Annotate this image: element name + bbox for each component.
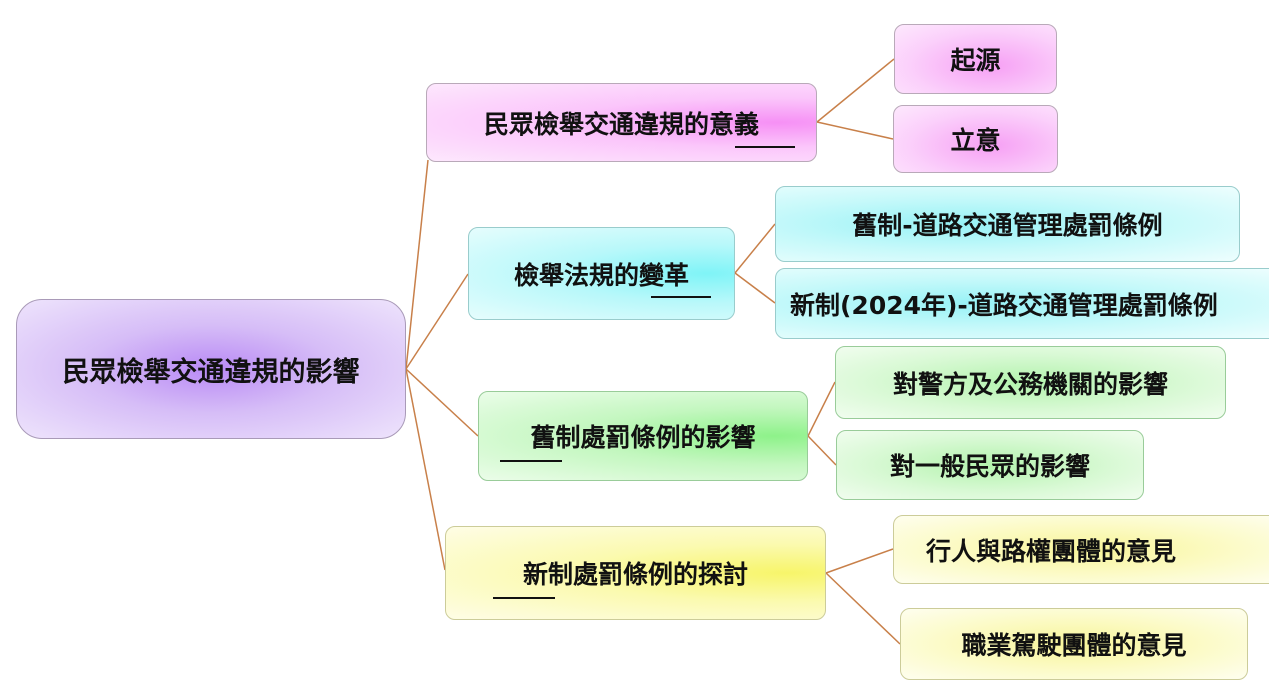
connector — [825, 548, 894, 574]
connector — [405, 273, 469, 370]
connector — [405, 159, 429, 370]
leaf-node-police-impact[interactable]: 對警方及公務機關的影響 — [835, 346, 1226, 419]
leaf-node-origin[interactable]: 起源 — [894, 24, 1057, 94]
branch-node-new-law-discussion[interactable]: 新制處罰條例的探討 — [445, 526, 826, 620]
underline — [735, 146, 795, 148]
leaf-node-old-law[interactable]: 舊制-道路交通管理處罰條例 — [775, 186, 1240, 262]
branch-node-meaning[interactable]: 民眾檢舉交通違規的意義 — [426, 83, 817, 162]
branch-node-law-changes[interactable]: 檢舉法規的變革 — [468, 227, 735, 320]
connector — [816, 58, 895, 123]
leaf-node-public-impact[interactable]: 對一般民眾的影響 — [836, 430, 1144, 500]
connector — [405, 368, 446, 571]
connector — [405, 368, 479, 437]
connector — [734, 272, 776, 304]
leaf-node-intent[interactable]: 立意 — [893, 105, 1058, 173]
branch-node-old-law-impact[interactable]: 舊制處罰條例的影響 — [478, 391, 808, 481]
connector — [734, 223, 776, 274]
underline — [500, 460, 562, 462]
connector — [825, 572, 901, 645]
connector — [807, 381, 836, 437]
connector — [807, 435, 837, 466]
leaf-node-new-law[interactable]: 新制(2024年)-道路交通管理處罰條例 — [775, 268, 1269, 339]
connector — [816, 121, 894, 140]
underline — [651, 296, 711, 298]
leaf-node-driver-groups[interactable]: 職業駕駛團體的意見 — [900, 608, 1248, 680]
leaf-node-pedestrian-groups[interactable]: 行人與路權團體的意見 — [893, 515, 1269, 584]
root-label: 民眾檢舉交通違規的影響 — [62, 356, 360, 388]
root-node[interactable]: 民眾檢舉交通違規的影響 — [16, 299, 406, 439]
underline — [493, 597, 555, 599]
